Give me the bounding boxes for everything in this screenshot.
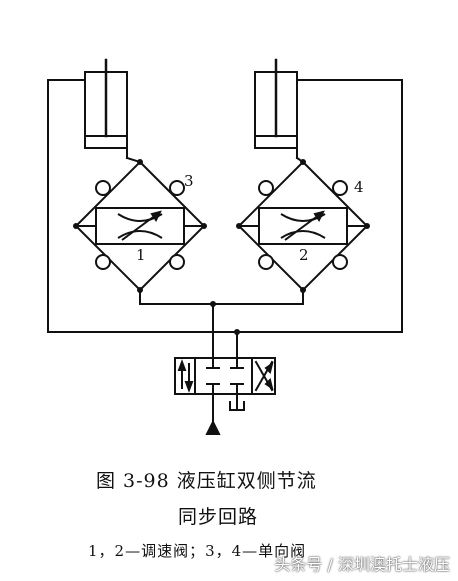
figure-legend: 1，2—调速阀；3，4—单向阀 xyxy=(88,542,307,560)
tank-return xyxy=(229,393,245,411)
label-valve-1: 1 xyxy=(136,246,146,264)
left-cylinder xyxy=(84,58,128,149)
throttle-symbol-2 xyxy=(280,210,326,241)
pump-supply xyxy=(205,393,221,435)
watermark: 头条号 / 深圳澳托士液压 xyxy=(274,555,450,574)
right-check-valves xyxy=(258,180,348,270)
figure-caption-title: 图 3-98 液压缸双侧节流 xyxy=(96,470,317,492)
directional-valve xyxy=(174,357,276,395)
bridge-outlet-line xyxy=(139,303,304,359)
figure-caption-subtitle: 同步回路 xyxy=(178,506,259,528)
junction-dots xyxy=(73,159,370,335)
left-check-valves xyxy=(95,180,185,270)
right-cylinder xyxy=(254,58,298,149)
label-valve-2: 2 xyxy=(299,246,309,264)
label-check-3: 3 xyxy=(184,172,194,190)
label-check-4: 4 xyxy=(354,178,364,196)
throttle-symbol-1 xyxy=(117,210,163,241)
outer-feed-line xyxy=(47,79,403,359)
